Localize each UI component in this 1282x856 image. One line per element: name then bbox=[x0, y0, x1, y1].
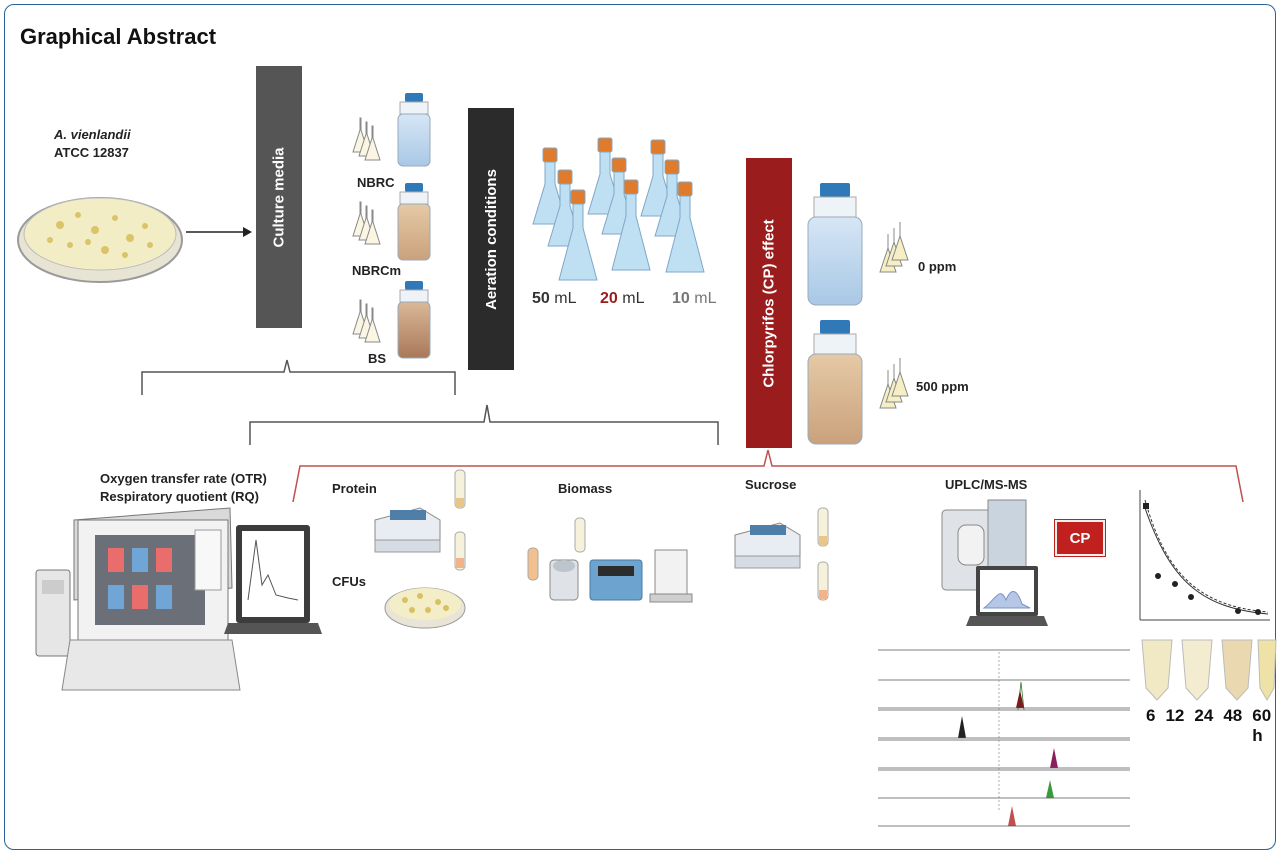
aeration-bar: Aeration conditions bbox=[468, 108, 514, 370]
time-point-tubes-icon bbox=[1141, 639, 1277, 701]
petri-dish-icon bbox=[17, 197, 183, 283]
volume-10-label: 10 mL bbox=[672, 290, 717, 307]
flask-group-icon bbox=[352, 117, 381, 343]
time-point-label: 60 h bbox=[1252, 706, 1272, 745]
dose-500ppm-label: 500 ppm bbox=[916, 379, 969, 394]
media-nbrcm-label: NBRCm bbox=[352, 263, 402, 278]
uplc-label: UPLC/MS-MS bbox=[945, 477, 1028, 492]
uplc-laptop-icon bbox=[966, 566, 1048, 626]
spectrophotometer-icon bbox=[374, 507, 441, 553]
tubes-icon bbox=[454, 469, 466, 571]
otr-instrument-icon bbox=[35, 507, 241, 691]
protein-label: Protein bbox=[332, 481, 377, 496]
sucrose-spectrophotometer-icon bbox=[734, 522, 801, 569]
cp-flasks-icon bbox=[879, 222, 909, 409]
bottle-500ppm-icon bbox=[807, 320, 863, 445]
chromatogram-peaks-icon bbox=[958, 690, 1058, 826]
graphical-abstract-frame bbox=[4, 4, 1276, 850]
dose-0ppm-label: 0 ppm bbox=[918, 259, 957, 274]
chlorpyrifos-bar: Chlorpyrifos (CP) effect bbox=[746, 158, 792, 448]
biomass-instruments-icon bbox=[527, 517, 693, 603]
degradation-curve-icon bbox=[1139, 490, 1270, 621]
time-points-row: 6 12 24 48 60 h bbox=[1146, 706, 1282, 746]
sucrose-label: Sucrose bbox=[745, 477, 797, 492]
bottle-nbrc-icon bbox=[397, 93, 431, 167]
volume-50-label: 50 mL bbox=[532, 290, 577, 307]
culture-media-label: Culture media bbox=[270, 146, 288, 248]
aeration-flasks-icon bbox=[532, 137, 705, 281]
biomass-label: Biomass bbox=[558, 481, 613, 496]
rq-label: Respiratory quotient (RQ) bbox=[100, 489, 259, 504]
culture-media-bar: Culture media bbox=[256, 66, 302, 328]
sucrose-tubes-icon bbox=[817, 507, 829, 601]
organism-strain: ATCC 12837 bbox=[54, 145, 129, 160]
laptop-icon bbox=[224, 525, 322, 634]
bracket-cp bbox=[292, 449, 1244, 503]
page-title: Graphical Abstract bbox=[20, 24, 217, 49]
bottle-0ppm-icon bbox=[807, 183, 863, 306]
volume-20-label: 20 mL bbox=[600, 290, 645, 307]
aeration-label: Aeration conditions bbox=[482, 168, 500, 310]
bottle-nbrcm-icon bbox=[397, 183, 431, 261]
media-nbrc-label: NBRC bbox=[357, 175, 395, 190]
time-point-label: 48 bbox=[1223, 706, 1243, 725]
time-point-label: 24 bbox=[1194, 706, 1214, 725]
cfus-label: CFUs bbox=[332, 574, 366, 589]
time-point-label: 6 bbox=[1146, 706, 1156, 725]
time-point-label: 12 bbox=[1165, 706, 1185, 725]
chromatogram-frame bbox=[878, 707, 1130, 827]
otr-label: Oxygen transfer rate (OTR) bbox=[100, 471, 267, 486]
media-bs-label: BS bbox=[368, 351, 387, 366]
cp-badge: CP bbox=[1055, 520, 1105, 556]
bottle-bs-icon bbox=[397, 281, 431, 359]
bracket-media bbox=[141, 359, 456, 395]
cfu-plate-icon bbox=[384, 587, 466, 629]
chlorpyrifos-label: Chlorpyrifos (CP) effect bbox=[760, 218, 778, 388]
organism-name: A. vienlandii bbox=[54, 127, 131, 142]
bracket-aeration bbox=[249, 404, 719, 445]
arrow-head-icon bbox=[243, 227, 252, 237]
chromatograms-icon bbox=[878, 649, 1130, 812]
